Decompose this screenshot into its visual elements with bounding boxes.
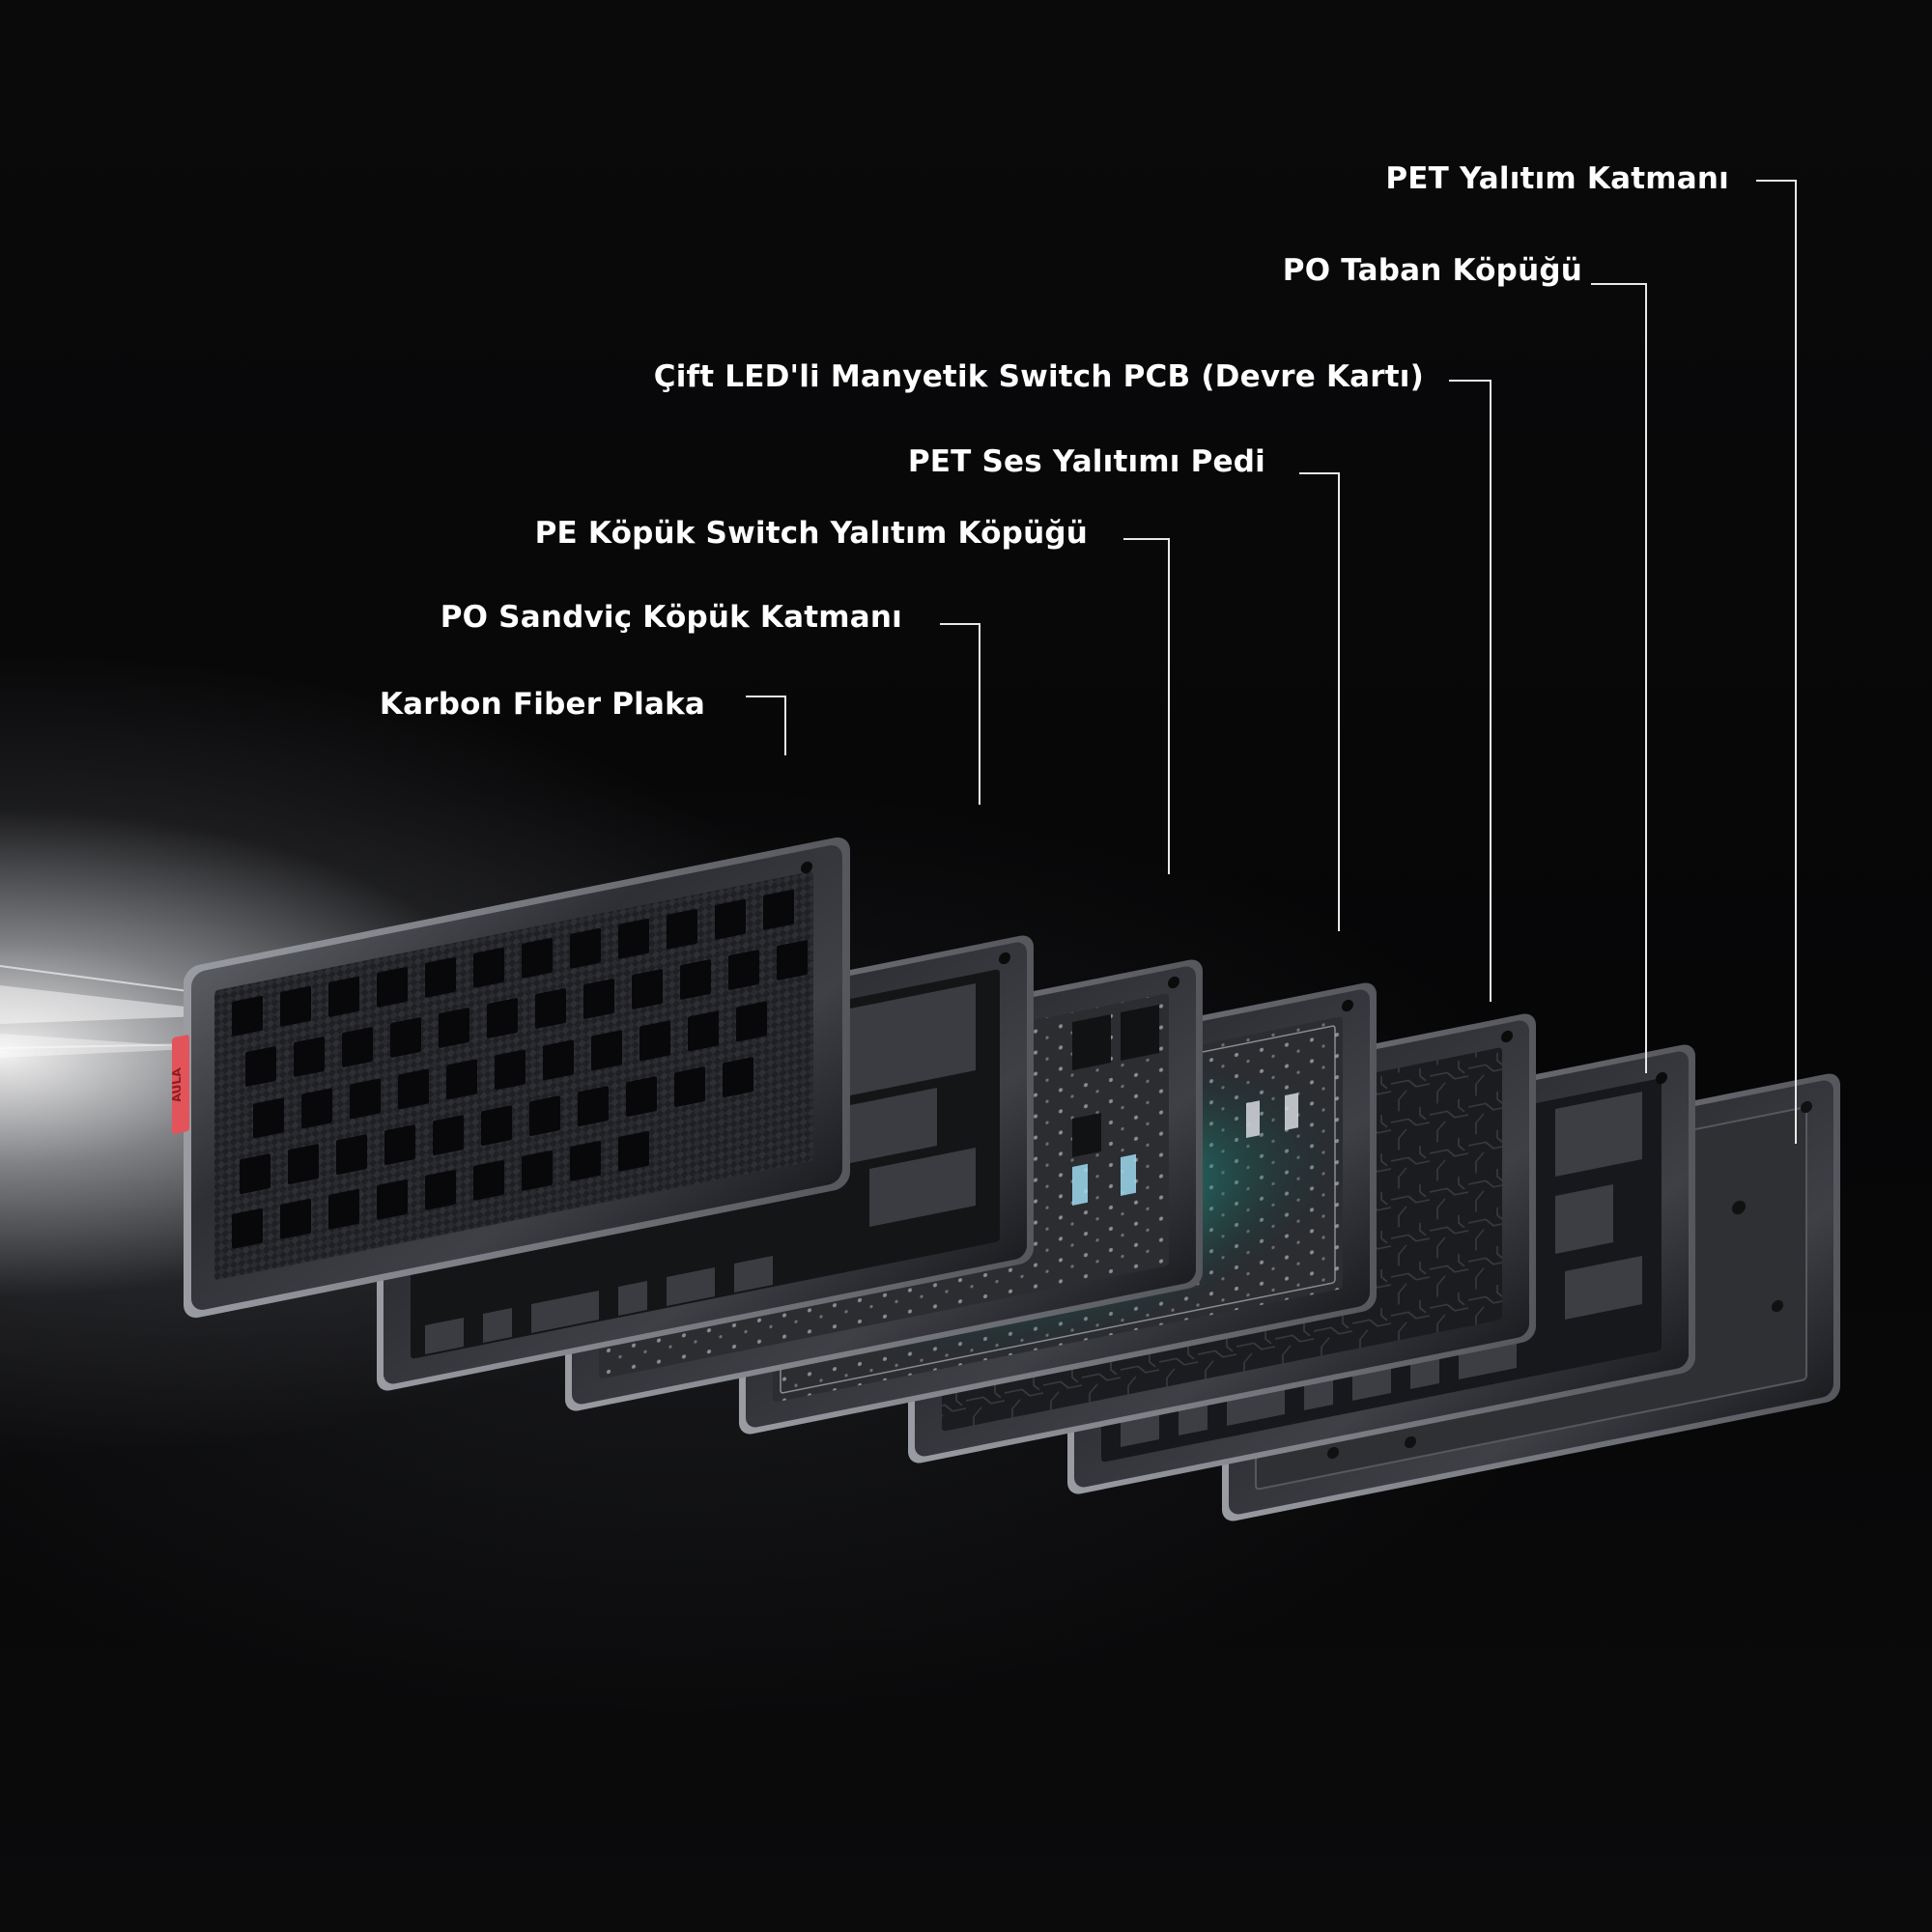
key-cutout (425, 956, 456, 998)
key-cutout (723, 1057, 753, 1098)
key-cutout (240, 1153, 270, 1195)
leader-po-bottom-foam (1591, 283, 1647, 1073)
key-cutout (583, 979, 614, 1019)
key-cutout (350, 1078, 381, 1120)
key-cutout (342, 1027, 373, 1067)
key-cutout (446, 1059, 477, 1100)
plate-key-cutouts (232, 889, 808, 1249)
leader-pet-sound-pad (1299, 472, 1340, 931)
key-cutout (253, 1097, 284, 1139)
key-cutout (591, 1030, 622, 1071)
key-cutout (522, 937, 553, 979)
key-cutout (578, 1086, 609, 1127)
key-cutout (425, 1169, 456, 1210)
leader-magnetic-pcb (1449, 380, 1492, 1002)
key-cutout (715, 898, 746, 940)
label-pet-sound-pad: PET Ses Yalıtımı Pedi (907, 444, 1265, 479)
leader-pe-switch-foam (1123, 538, 1170, 874)
key-cutout (522, 1150, 553, 1191)
key-cutout (570, 1140, 601, 1181)
key-cutout (439, 1008, 469, 1048)
key-cutout (294, 1037, 325, 1077)
key-cutout (626, 1076, 657, 1118)
layer-carbon-fiber-plate (184, 837, 850, 1319)
label-pe-switch-foam: PE Köpük Switch Yalıtım Köpüğü (534, 516, 1088, 551)
key-cutout (777, 940, 808, 980)
key-cutout (481, 1105, 512, 1147)
key-cutout (232, 1208, 263, 1249)
key-cutout (377, 966, 408, 1008)
key-cutout (384, 1124, 415, 1166)
key-cutout (680, 959, 711, 1000)
label-carbon-fiber-plate: Karbon Fiber Plaka (379, 687, 705, 722)
key-cutout (336, 1134, 367, 1176)
key-cutout (377, 1179, 408, 1220)
key-cutout (473, 947, 504, 988)
key-cutout (736, 1001, 767, 1042)
leader-carbon-fiber-plate (746, 696, 786, 755)
leader-pet-insulation (1756, 180, 1797, 1144)
key-cutout (543, 1039, 574, 1081)
leader-po-sandwich-foam (940, 623, 980, 805)
key-cutout (618, 918, 649, 959)
key-cutout (398, 1068, 429, 1110)
key-cutout (639, 1020, 670, 1062)
key-cutout (535, 988, 566, 1029)
key-cutout (328, 1188, 359, 1230)
key-cutout (632, 969, 663, 1009)
key-cutout (529, 1095, 560, 1137)
key-cutout (570, 927, 601, 969)
label-pet-insulation: PET Yalıtım Katmanı (1385, 161, 1729, 196)
brand-tab: AULA (170, 1035, 189, 1134)
key-cutout (390, 1017, 421, 1058)
key-cutout (728, 950, 759, 990)
key-cutout (487, 998, 518, 1038)
brand-logo: AULA (170, 1066, 184, 1104)
key-cutout (667, 908, 697, 950)
key-cutout (688, 1010, 719, 1052)
key-cutout (280, 1198, 311, 1239)
key-cutout (288, 1144, 319, 1185)
key-cutout (280, 985, 311, 1027)
key-cutout (473, 1159, 504, 1201)
key-cutout (232, 995, 263, 1037)
key-cutout (328, 976, 359, 1017)
key-cutout (618, 1130, 649, 1172)
label-po-sandwich-foam: PO Sandviç Köpük Katmanı (440, 600, 902, 635)
key-cutout (301, 1088, 332, 1129)
key-cutout (245, 1046, 276, 1087)
key-cutout (495, 1049, 526, 1091)
key-cutout (674, 1066, 705, 1108)
key-cutout (433, 1115, 464, 1156)
key-cutout (763, 889, 794, 930)
label-po-bottom-foam: PO Taban Köpüğü (1282, 253, 1582, 288)
label-magnetic-pcb: Çift LED'li Manyetik Switch PCB (Devre K… (653, 359, 1424, 394)
